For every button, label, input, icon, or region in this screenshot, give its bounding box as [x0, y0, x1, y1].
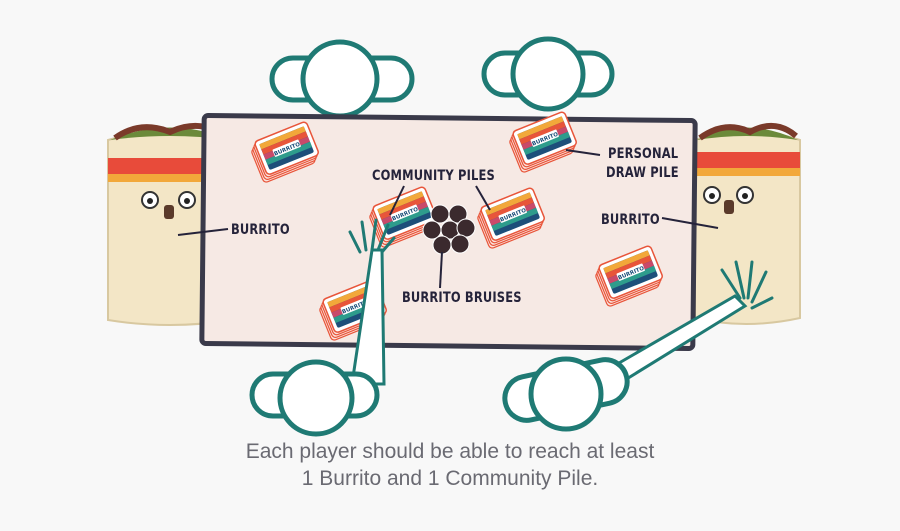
card-pile-community-left: BURRITO	[366, 186, 439, 248]
caption-line-1: Each player should be able to reach at l…	[245, 440, 655, 463]
player-bottom-right	[502, 356, 630, 432]
label-burrito-left: BURRITO	[231, 222, 290, 238]
label-burrito-bruises: BURRITO BRUISES	[402, 290, 522, 306]
player-top-right	[481, 36, 615, 112]
card-pile-right: BURRITO	[592, 245, 665, 307]
label-personal-draw-pile-line2: DRAW PILE	[606, 165, 679, 181]
caption-line-2: 1 Burrito and 1 Community Pile.	[301, 467, 599, 490]
label-burrito-right: BURRITO	[601, 212, 660, 228]
label-personal-draw-pile-line1: PERSONAL	[608, 146, 679, 162]
label-community-piles: COMMUNITY PILES	[372, 168, 495, 184]
card-pile-personal-draw: BURRITO	[506, 111, 579, 173]
player-bottom-left	[249, 359, 380, 437]
player-top-left	[269, 39, 415, 119]
burrito-character-right	[694, 123, 801, 325]
card-pile-community-right: BURRITO	[474, 187, 547, 249]
card-pile-top-left: BURRITO	[248, 121, 321, 183]
burrito-bruise-tokens	[422, 204, 476, 255]
leader-lines	[177, 149, 719, 289]
